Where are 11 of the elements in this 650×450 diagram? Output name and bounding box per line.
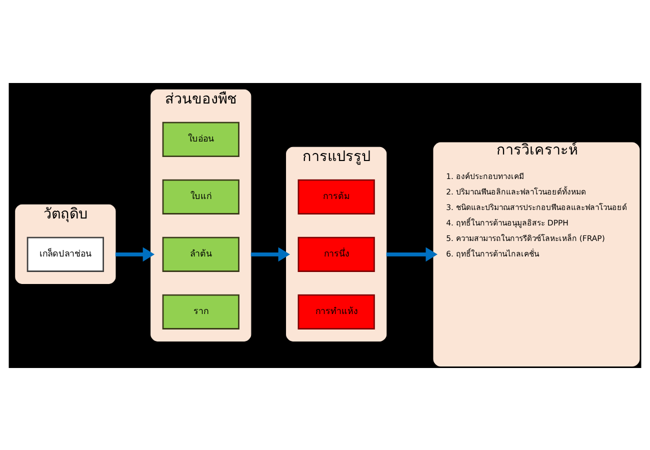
- node-box: การต้ม: [298, 178, 375, 214]
- node-box: การทำแห้ง: [298, 294, 375, 329]
- node-box: การนึ่ง: [298, 236, 375, 272]
- node-box: ลำต้น: [162, 236, 240, 272]
- node-box: เกล็ดปลาช่อน: [26, 236, 104, 272]
- node-box: ใบแก่: [162, 178, 240, 214]
- arrow: [386, 246, 438, 262]
- node-box: ราก: [162, 294, 240, 329]
- arrow: [250, 246, 290, 262]
- arrow: [115, 246, 155, 262]
- node-box: ใบอ่อน: [162, 121, 240, 156]
